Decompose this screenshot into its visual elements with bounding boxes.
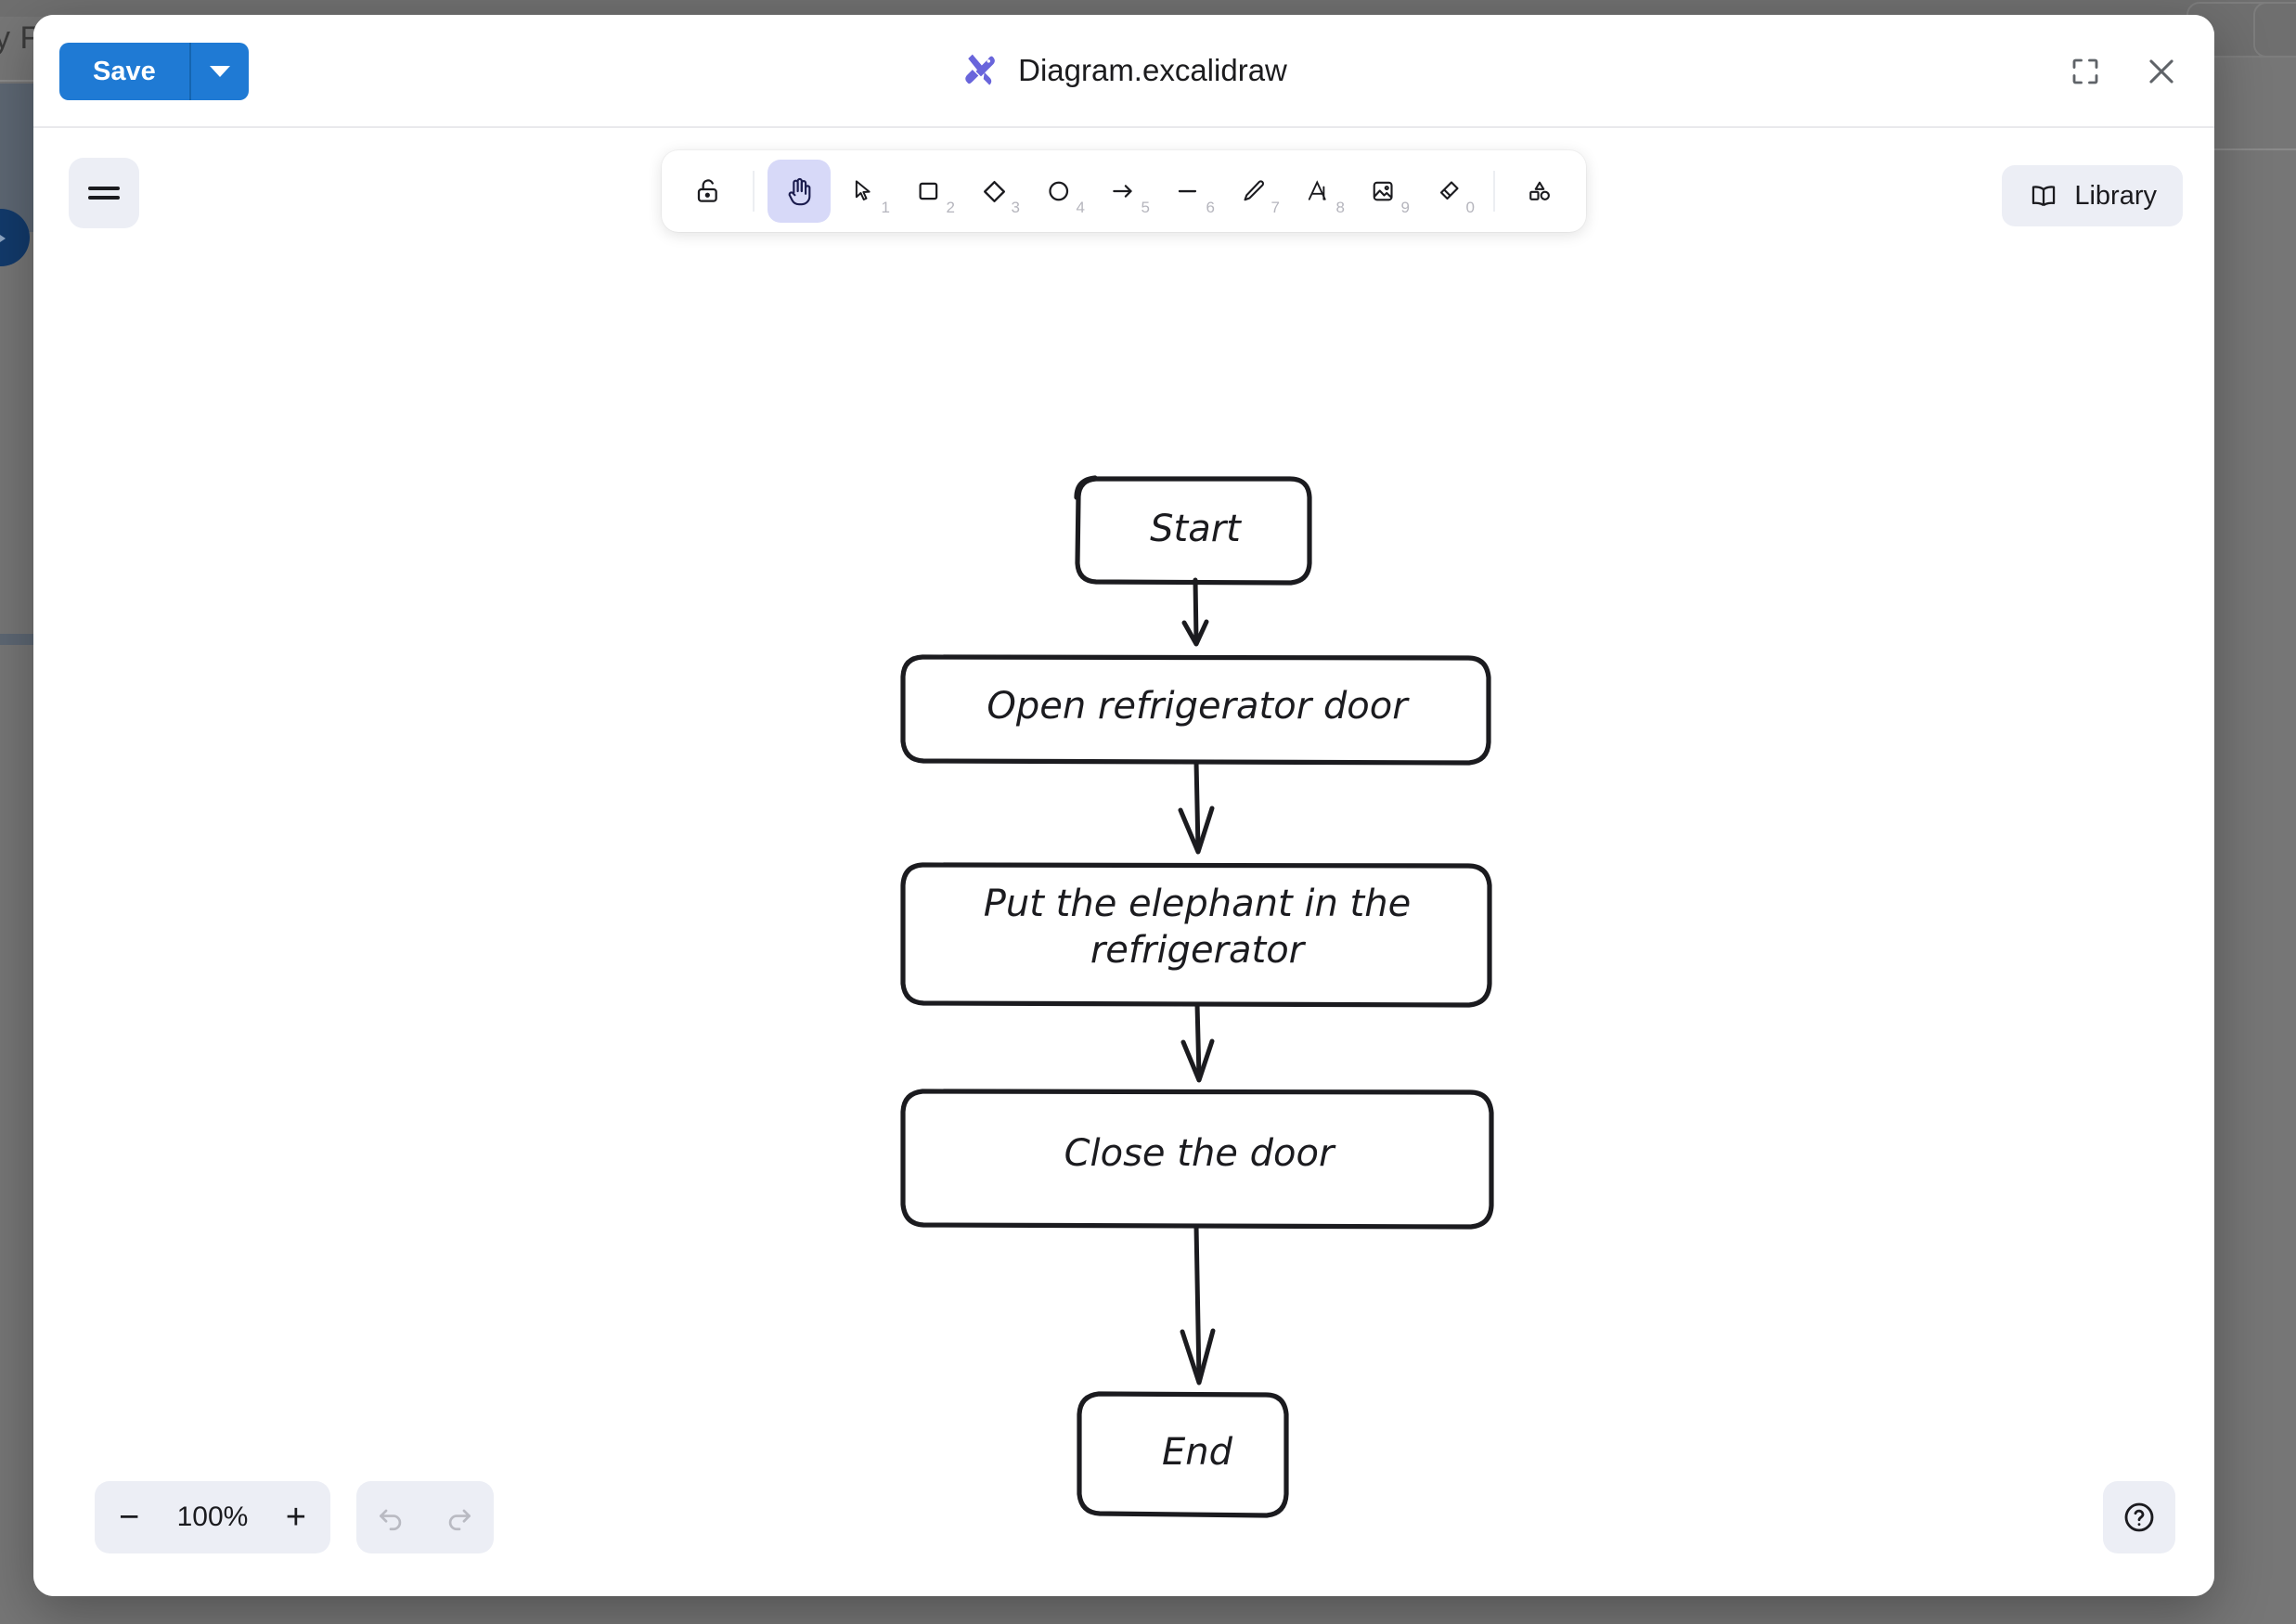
tool-image[interactable]: 9 [1352, 160, 1415, 223]
tool-selection[interactable]: 1 [832, 160, 896, 223]
document-title-group: Diagram.excalidraw [33, 50, 2214, 91]
history-controls[interactable] [356, 1481, 494, 1553]
window-controls [2064, 50, 2183, 93]
window-titlebar: Save Diagram.excalidr [33, 15, 2214, 128]
save-divider [188, 43, 191, 100]
toolbar-divider-2 [1493, 171, 1495, 212]
tool-rectangle[interactable]: 2 [897, 160, 961, 223]
node-put-label-line2: refrigerator [1090, 929, 1307, 972]
diamond-icon [983, 180, 1005, 202]
question-circle-icon [2124, 1502, 2154, 1532]
tool-arrow-shortcut: 5 [1141, 199, 1150, 216]
edge-close-to-end[interactable] [1180, 1223, 1216, 1386]
tool-eraser[interactable]: 0 [1417, 160, 1480, 223]
help-button[interactable] [2103, 1481, 2175, 1553]
background-window-right-2 [2253, 2, 2296, 58]
tool-diamond[interactable]: 3 [962, 160, 1025, 223]
node-start-label: Start [1150, 508, 1242, 550]
save-dropdown-button[interactable] [190, 43, 249, 100]
tool-text[interactable]: 8 [1287, 160, 1350, 223]
zoom-in-button[interactable]: + [285, 1498, 306, 1537]
save-button-group[interactable]: Save [59, 43, 249, 100]
node-close-label: Close the door [1064, 1132, 1336, 1175]
ellipse-icon [1049, 181, 1069, 201]
tool-selection-shortcut: 1 [881, 199, 890, 216]
flowchart[interactable]: .hdn-box { fill:#ffffff; stroke:#1b1b1f;… [33, 128, 2214, 1596]
eraser-icon [1439, 181, 1459, 200]
close-button[interactable] [2140, 50, 2183, 93]
tool-eraser-shortcut: 0 [1465, 199, 1475, 216]
node-end-label: End [1162, 1431, 1233, 1474]
image-icon [1373, 181, 1393, 201]
library-label: Library [2074, 180, 2157, 211]
tool-text-shortcut: 8 [1335, 199, 1345, 216]
tool-lock[interactable] [677, 160, 740, 223]
text-a-icon [1308, 180, 1326, 200]
background-divider-right [2172, 148, 2296, 150]
hand-icon [788, 177, 811, 206]
tool-arrow[interactable]: 5 [1092, 160, 1155, 223]
node-put-elephant[interactable]: Put the elephant in the refrigerator [900, 862, 1492, 1008]
pencil-icon [1244, 180, 1264, 201]
chevron-down-icon [209, 66, 230, 77]
toolbar-divider-1 [753, 171, 755, 212]
fullscreen-button[interactable] [2064, 50, 2107, 93]
drawing-canvas[interactable]: 1 2 3 [33, 128, 2214, 1596]
tool-line-shortcut: 6 [1206, 199, 1215, 216]
background-window-title: ly F [0, 20, 40, 56]
tool-draw-shortcut: 7 [1271, 199, 1280, 216]
tool-hand[interactable] [767, 160, 831, 223]
tool-more-shapes[interactable] [1508, 160, 1571, 223]
zoom-level[interactable]: 100% [176, 1502, 249, 1532]
node-end[interactable]: End [1077, 1391, 1289, 1518]
undo-button[interactable] [368, 1494, 414, 1540]
lock-open-icon [697, 179, 717, 202]
arrow-icon [1113, 185, 1132, 198]
shapes-icon [1529, 181, 1550, 200]
redo-icon [448, 1509, 471, 1531]
line-icon [1178, 189, 1197, 193]
cursor-icon [855, 180, 871, 200]
zoom-out-button[interactable]: − [119, 1498, 140, 1537]
edge-start-to-open[interactable] [1181, 577, 1209, 647]
tool-rectangle-shortcut: 2 [946, 199, 955, 216]
excalidraw-logo-icon [965, 54, 996, 85]
excalidraw-modal-window: Save Diagram.excalidr [33, 15, 2214, 1596]
tool-ellipse-shortcut: 4 [1076, 199, 1085, 216]
zoom-controls[interactable]: − 100% + [95, 1481, 330, 1553]
main-menu-button[interactable] [69, 158, 139, 228]
tool-palette[interactable]: 1 2 3 [662, 150, 1586, 232]
rectangle-icon [919, 182, 938, 200]
library-button[interactable]: Library [2002, 165, 2183, 226]
document-title: Diagram.excalidraw [1018, 53, 1287, 87]
tool-diamond-shortcut: 3 [1011, 199, 1020, 216]
node-open-refrigerator-door[interactable]: Open refrigerator door [900, 654, 1491, 766]
close-icon [2149, 59, 2173, 84]
save-button[interactable]: Save [59, 43, 189, 100]
background-topbar [0, 0, 2296, 17]
tool-line[interactable]: 6 [1157, 160, 1220, 223]
fullscreen-icon [2072, 58, 2098, 84]
hamburger-menu-icon [88, 181, 120, 205]
node-close-the-door[interactable]: Close the door [900, 1089, 1494, 1230]
node-open-label: Open refrigerator door [987, 685, 1410, 728]
node-put-label-line1: Put the elephant in the [984, 883, 1411, 925]
tool-ellipse[interactable]: 4 [1027, 160, 1090, 223]
node-start[interactable]: Start [1074, 475, 1312, 586]
undo-icon [380, 1509, 402, 1531]
edge-put-to-close[interactable] [1180, 1001, 1215, 1083]
tool-image-shortcut: 9 [1400, 199, 1410, 216]
book-icon [2032, 186, 2056, 207]
redo-button[interactable] [436, 1494, 483, 1540]
edge-open-to-put[interactable] [1178, 759, 1215, 855]
tool-draw[interactable]: 7 [1222, 160, 1285, 223]
